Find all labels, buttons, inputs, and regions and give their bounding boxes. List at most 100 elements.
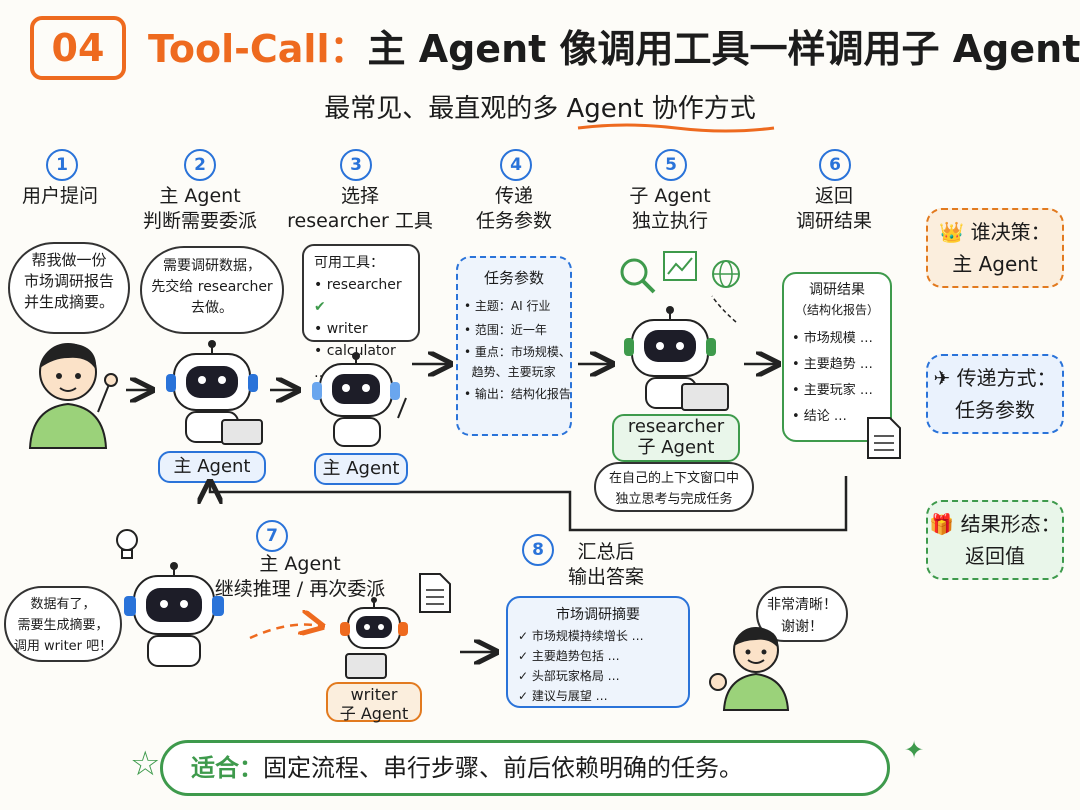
step-2-label: 主 Agent 判断需要委派	[130, 184, 270, 234]
result-item-4: • 结论 …	[792, 409, 847, 424]
step-7-number: 7	[256, 520, 288, 552]
step-4-line-1: 传递	[494, 185, 533, 207]
main-thought-line-2: 先交给 researcher	[151, 279, 273, 295]
step-8-number: 8	[522, 534, 554, 566]
step-2-line-2: 判断需要委派	[142, 210, 257, 232]
main-agent-thought-bubble: 需要调研数据， 先交给 researcher 去做。	[140, 246, 284, 334]
step7-thought-line-3: 调用 writer 吧！	[13, 639, 113, 654]
step-1-label: 用户提问	[0, 184, 120, 209]
return-arrow	[210, 476, 848, 532]
selector-agent-tag: 主 Agent	[314, 453, 408, 485]
summary-title: 市场调研摘要	[556, 607, 640, 623]
step-2-line-1: 主 Agent	[159, 185, 241, 207]
tools-bubble: 可用工具： • researcher ✔ • writer • calculat…	[302, 244, 420, 381]
step-6-number: 6	[819, 149, 851, 181]
writer-agent-tag: writer 子 Agent	[326, 682, 422, 723]
tool-item-writer: • writer	[314, 321, 368, 337]
step-4-label: 传递任务参数	[454, 184, 574, 234]
step7-thought-line-1: 数据有了，	[30, 597, 96, 612]
researcher-tag-line-2: 子 Agent	[637, 437, 715, 458]
sidebar-result-card: 🎁 结果形态： 返回值	[926, 500, 1064, 580]
selector-robot-icon	[312, 352, 407, 447]
step-5-number: 5	[655, 149, 687, 181]
summary-item-4: ✓ 建议与展望 …	[518, 689, 608, 703]
tools-title: 可用工具：	[314, 255, 384, 271]
step-8-label: 汇总后输出答案	[556, 540, 656, 590]
param-focus-cont: 趋势、主要玩家	[464, 365, 556, 379]
step-3-label: 选择 researcher 工具	[280, 184, 440, 234]
step-8-line-1: 汇总后	[577, 541, 635, 563]
researcher-agent-illustration	[620, 251, 740, 411]
gift-icon: 🎁	[929, 512, 955, 536]
result-form-value: 返回值	[965, 544, 1025, 568]
researcher-note-line-1: 在自己的上下文窗口中	[608, 471, 739, 486]
footer-banner: 适合：固定流程、串行步骤、前后依赖明确的任务。	[160, 740, 890, 796]
step-5-label: 子 Agent 独立执行	[610, 184, 730, 234]
step7-thought-line-2: 需要生成摘要，	[17, 618, 109, 633]
result-item-3: • 主要玩家 …	[792, 383, 873, 398]
writer-tag-line-2: 子 Agent	[339, 704, 409, 723]
subtitle-underline	[577, 123, 775, 133]
step-3-line-1: 选择	[340, 185, 379, 207]
step-4-number: 4	[500, 149, 532, 181]
footer-text: 固定流程、串行步骤、前后依赖明确的任务。	[263, 754, 743, 782]
tool-item-researcher-label: • researcher	[314, 277, 402, 293]
step-2-number: 2	[184, 149, 216, 181]
result-subtitle: （结构化报告）	[794, 303, 879, 317]
title-prefix: Tool-Call：	[148, 27, 368, 71]
result-title: 调研结果	[809, 282, 865, 298]
step-7-line-1: 主 Agent	[259, 553, 341, 575]
user-reply-line-2: 谢谢！	[781, 619, 823, 635]
sparkle-right-icon: ✦	[904, 736, 925, 764]
step-3-number: 3	[340, 149, 372, 181]
task-params-box: 任务参数 • 主题：AI 行业 • 范围：近一年 • 重点：市场规模、 趋势、主…	[456, 256, 572, 436]
researcher-note-bubble: 在自己的上下文窗口中 独立思考与完成任务	[594, 462, 754, 512]
step-5-line-2: 独立执行	[631, 210, 708, 232]
step-8-line-2: 输出答案	[567, 566, 644, 588]
sparkle-left-icon: ☆	[130, 744, 161, 784]
param-focus: • 重点：市场规模、	[464, 345, 571, 359]
result-form-label: 结果形态：	[960, 512, 1061, 536]
transfer-value: 任务参数	[955, 398, 1035, 422]
happy-user-illustration	[709, 627, 790, 711]
step7-thought-bubble: 数据有了， 需要生成摘要， 调用 writer 吧！	[4, 586, 122, 662]
step-6-line-2: 调研结果	[795, 210, 872, 232]
section-number-badge: 04	[30, 16, 126, 80]
user-question-bubble: 帮我做一份 市场调研报告 并生成摘要。	[8, 242, 130, 334]
user-bubble-line-3: 并生成摘要。	[23, 293, 114, 311]
writer-robot-icon	[340, 597, 408, 679]
final-summary-box: 市场调研摘要 ✓ 市场规模持续增长 … ✓ 主要趋势包括 … ✓ 头部玩家格局 …	[506, 596, 690, 708]
transfer-label: 传递方式：	[956, 366, 1057, 390]
researcher-tag-line-1: researcher	[627, 416, 725, 437]
param-topic: • 主题：AI 行业	[464, 299, 551, 313]
param-output: • 输出：结构化报告	[464, 387, 571, 401]
task-params-title: 任务参数	[483, 269, 544, 287]
summary-item-1: ✓ 市场规模持续增长 …	[518, 629, 644, 643]
writer-tag-line-1: writer	[350, 685, 398, 704]
user-person-illustration	[28, 343, 118, 449]
user-bubble-line-1: 帮我做一份	[31, 251, 107, 269]
crown-icon: 👑	[939, 220, 965, 244]
user-bubble-line-2: 市场调研报告	[23, 272, 114, 290]
step-1-line-1: 用户提问	[21, 185, 98, 207]
delegate-writer-arrow	[249, 625, 320, 640]
step-4-line-2: 任务参数	[475, 210, 552, 232]
page-title: Tool-Call：主 Agent 像调用工具一样调用子 Agent	[148, 18, 1080, 73]
title-text: 主 Agent 像调用工具一样调用子 Agent	[367, 27, 1080, 71]
tool-item-researcher: • researcher ✔	[314, 274, 408, 318]
step-3-line-2: researcher 工具	[287, 210, 433, 232]
step-6-label: 返回调研结果	[774, 184, 894, 234]
decision-label: 谁决策：	[970, 220, 1051, 244]
main-agent-robot-2-icon	[124, 562, 224, 667]
param-scope: • 范围：近一年	[464, 323, 547, 337]
result-item-2: • 主要趋势 …	[792, 357, 873, 372]
researcher-note-line-2: 独立思考与完成任务	[615, 492, 733, 507]
sidebar-transfer-card: ✈ 传递方式： 任务参数	[926, 354, 1064, 434]
user-reply-line-1: 非常清晰！	[767, 597, 837, 613]
step-5-line-1: 子 Agent	[629, 185, 711, 207]
summary-item-2: ✓ 主要趋势包括 …	[518, 649, 620, 663]
main-agent-robot-icon	[166, 340, 263, 445]
sidebar-decision-card: 👑 谁决策： 主 Agent	[926, 208, 1064, 288]
